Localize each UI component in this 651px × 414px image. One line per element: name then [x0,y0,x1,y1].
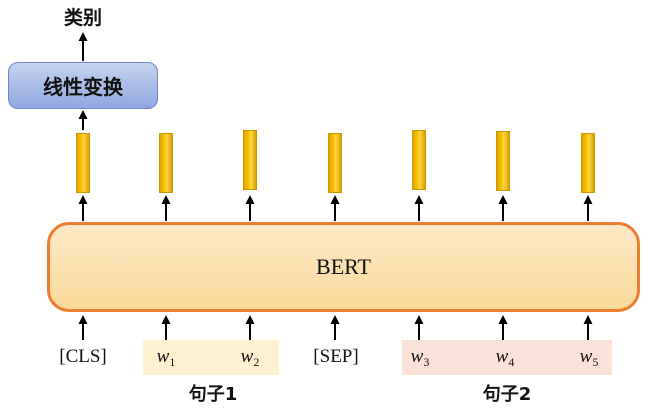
arrow-bert-to-vector-w2 [245,195,255,221]
sentence-2-highlight [402,340,612,375]
token-w3-base: w [410,346,424,367]
output-vector-w5 [581,133,595,193]
output-vector-sep [328,133,342,193]
arrow-token-w4-to-bert [498,315,508,340]
arrow-token-cls-to-bert [78,315,88,340]
token-w4-base: w [495,346,509,367]
token-w5: w5 [549,343,629,371]
token-w4-subscript: 4 [508,355,515,369]
arrow-token-w2-to-bert [245,315,255,340]
sentence-2-label: 句子2 [482,384,532,405]
arrow-token-w1-to-bert [161,315,171,340]
token-sep: [SEP] [313,346,359,367]
arrow-bert-to-vector-w1 [161,195,171,221]
bert-encoder-label: BERT [316,254,371,279]
output-vector-w1 [159,133,173,193]
token-w5-subscript: 5 [592,355,599,369]
output-class-label: 类别 [63,7,102,29]
token-w3-subscript: 3 [423,355,430,369]
token-w4: w4 [465,343,545,371]
token-w1: w1 [126,343,206,371]
output-vector-w3 [412,130,426,190]
arrow-bert-to-vector-w5 [583,195,593,221]
output-vector-w4 [496,131,510,191]
arrow-cls-vector-to-linear-layer [78,110,88,130]
token-cls: [CLS] [59,346,107,367]
token-w2: w2 [210,343,290,371]
sentence-1-highlight [143,340,279,375]
output-vector-w2 [243,130,257,190]
output-vector-cls [76,133,90,193]
arrow-bert-to-vector-w3 [414,195,424,221]
token-w1-base: w [156,346,170,367]
arrow-token-w3-to-bert [414,315,424,340]
token-w2-subscript: 2 [253,355,260,369]
arrow-bert-to-vector-w4 [498,195,508,221]
arrow-token-w5-to-bert [583,315,593,340]
token-w5-base: w [579,346,593,367]
token-w2-base: w [240,346,254,367]
linear-layer-label: 线性变换 [43,75,123,99]
arrow-bert-to-vector-cls [78,195,88,221]
linear-layer-box: 线性变换 [8,62,158,109]
arrow-to-output-label [78,32,88,61]
token-w1-subscript: 1 [169,355,176,369]
bert-encoder-box: BERT [47,222,640,312]
arrow-bert-to-vector-sep [330,195,340,221]
token-w3: w3 [380,343,460,371]
sentence-1-label: 句子1 [188,384,238,405]
arrow-token-sep-to-bert [330,315,340,340]
